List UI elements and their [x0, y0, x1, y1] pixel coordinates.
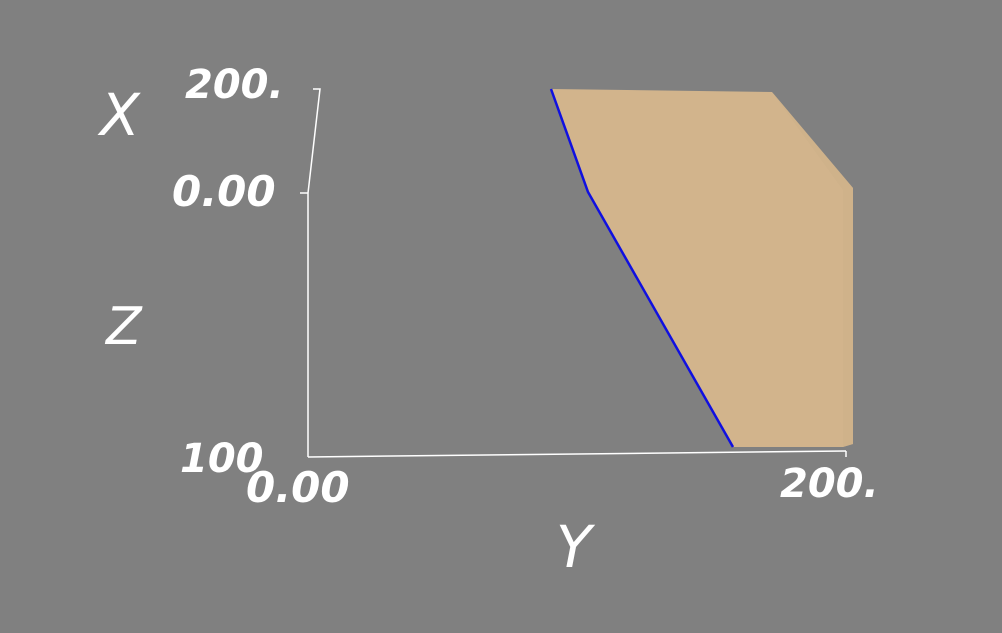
blue-edge [549, 88, 735, 448]
y-tick-label-max: 200. [780, 461, 879, 507]
x-tick-label-min: 0.00 [172, 167, 276, 216]
x-axis-title: X [97, 81, 141, 149]
z-axis-title: Z [104, 297, 143, 357]
y-axis-line [307, 450, 847, 458]
axes-lines [300, 88, 847, 458]
surface-shade [772, 92, 853, 447]
x-tick-label-max: 200. [185, 62, 284, 108]
y-tick-label-min: 0.00 [246, 463, 350, 512]
rendered-surface [549, 88, 853, 448]
tan-surface [551, 89, 853, 447]
z-tick-label-bottom: 100 [180, 436, 264, 482]
y-axis-title: Y [556, 513, 596, 581]
x-axis-line [307, 88, 321, 457]
